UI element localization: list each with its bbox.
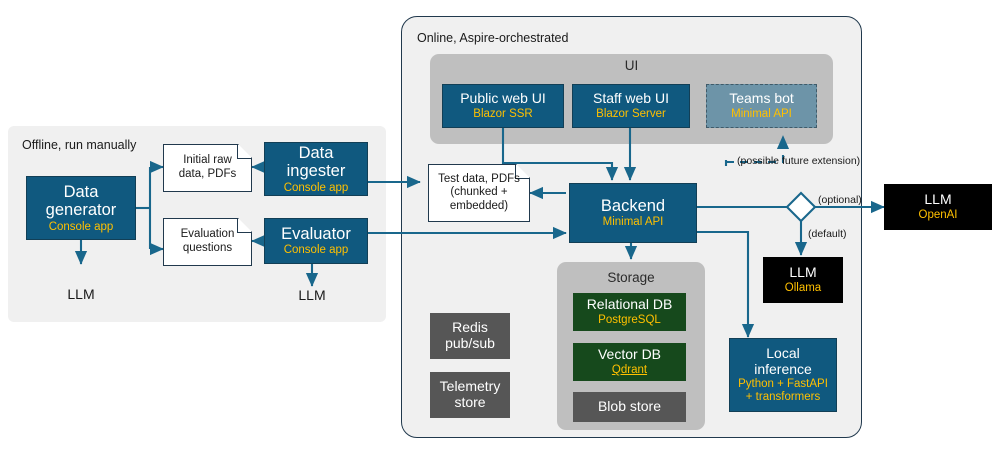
node-teams-bot-sub: Minimal API [731,107,792,120]
label-default: (default) [808,228,847,240]
node-llm-openai[interactable]: LLM OpenAI [884,184,992,230]
node-llm-openai-sub: OpenAI [918,208,958,221]
node-blob-store[interactable]: Blob store [573,392,686,422]
node-redis-line2: pub/sub [445,335,495,351]
test-data-shape [428,164,530,222]
node-relational-db-sub: PostgreSQL [598,313,661,326]
node-llm-ollama[interactable]: LLM Ollama [763,257,843,303]
node-initial-raw-data: Initial raw data, PDFs [163,144,252,192]
node-redis-line1: Redis [452,319,488,336]
node-teams-bot-title: Teams bot [729,90,794,107]
test-data-line1: Test data, PDFs [438,172,520,185]
node-data-generator-sub: Console app [48,220,114,233]
node-llm-ollama-sub: Ollama [784,281,822,294]
node-test-data: Test data, PDFs (chunked + embedded) [428,164,530,222]
node-local-inference-line2: inference [754,360,812,377]
online-panel-title: Online, Aspire-orchestrated [417,31,569,45]
node-local-inference-line1: Local [766,344,800,361]
evaluation-questions-fold [237,218,252,233]
node-vector-db-sub: Qdrant [611,363,648,376]
label-future-extension: (possible future extension) [737,155,861,167]
storage-group-title: Storage [607,270,655,285]
node-teams-bot[interactable]: Teams bot Minimal API [706,84,817,128]
node-data-generator-line1: Data [63,182,99,201]
node-local-inference-sub1: Python + FastAPI [738,378,828,391]
node-public-web-ui-sub: Blazor SSR [473,107,533,120]
initial-raw-data-line2: data, PDFs [178,168,237,180]
ui-group-title: UI [624,58,639,73]
node-llm-ollama-title: LLM [789,264,817,281]
node-data-ingester-line2: ingester [286,162,346,181]
node-redis-pubsub[interactable]: Redis pub/sub [430,313,510,359]
test-data-line2: (chunked + [450,186,508,199]
node-evaluation-questions: Evaluation questions [163,218,252,266]
node-local-inference-sub2: + transformers [745,391,821,404]
evaluation-questions-line2: questions [182,242,233,254]
node-local-inference[interactable]: Local inference Python + FastAPI + trans… [729,338,837,412]
node-evaluator[interactable]: Evaluator Console app [264,218,368,264]
node-public-web-ui[interactable]: Public web UI Blazor SSR [442,84,564,128]
label-llm-evaluator: LLM [298,287,326,303]
node-data-ingester-sub: Console app [283,181,349,194]
node-public-web-ui-title: Public web UI [460,90,546,107]
node-backend-title: Backend [600,196,666,215]
node-telemetry-store[interactable]: Telemetry store [430,372,510,418]
node-llm-openai-title: LLM [924,191,952,208]
node-relational-db-title: Relational DB [586,296,673,313]
node-staff-web-ui[interactable]: Staff web UI Blazor Server [572,84,690,128]
node-relational-db[interactable]: Relational DB PostgreSQL [573,293,686,331]
initial-raw-data-fold [237,144,252,159]
node-backend-sub: Minimal API [602,216,664,229]
evaluation-questions-line1: Evaluation [180,228,235,241]
initial-raw-data-line1: Initial raw [183,154,232,167]
node-evaluator-sub: Console app [283,244,349,257]
node-data-ingester[interactable]: Data ingester Console app [264,142,368,196]
label-llm-data-generator: LLM [67,286,95,302]
node-backend[interactable]: Backend Minimal API [569,183,697,243]
node-staff-web-ui-title: Staff web UI [592,90,669,107]
offline-panel-title: Offline, run manually [22,138,137,152]
label-optional: (optional) [818,194,862,206]
node-vector-db-title: Vector DB [597,346,662,363]
test-data-line3: embedded) [449,199,509,212]
node-telemetry-line1: Telemetry [439,378,501,395]
node-data-ingester-line1: Data [298,143,334,162]
node-blob-store-title: Blob store [597,398,662,415]
node-staff-web-ui-sub: Blazor Server [596,107,666,120]
node-data-generator[interactable]: Data generator Console app [26,176,136,240]
test-data-fold [515,164,530,179]
node-data-generator-line2: generator [45,201,117,220]
node-telemetry-line2: store [454,394,486,410]
node-vector-db[interactable]: Vector DB Qdrant [573,343,686,381]
node-evaluator-title: Evaluator [281,224,351,243]
